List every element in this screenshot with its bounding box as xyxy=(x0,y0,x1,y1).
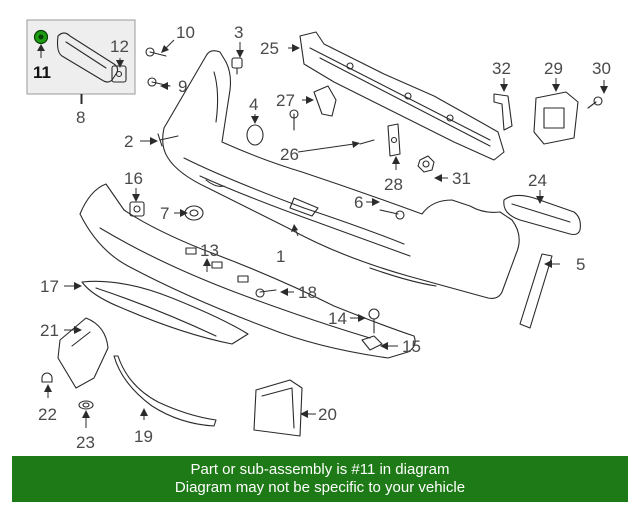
callout-15: 15 xyxy=(402,337,421,356)
callout-23: 23 xyxy=(76,433,95,452)
valance-part-13[interactable] xyxy=(79,183,416,359)
callout-28: 28 xyxy=(384,175,403,194)
callout-3: 3 xyxy=(234,23,243,42)
reinforcement-part-25[interactable] xyxy=(299,31,505,161)
leader-lines xyxy=(44,39,608,428)
bumper-cover-part-1[interactable] xyxy=(162,50,520,299)
callout-22: 22 xyxy=(38,405,57,424)
bracket-part-27[interactable] xyxy=(313,85,337,117)
callout-6: 6 xyxy=(354,193,363,212)
screw-part-26[interactable] xyxy=(289,109,375,145)
callout-27: 27 xyxy=(276,91,295,110)
bracket-part-32[interactable] xyxy=(493,93,513,131)
callout-21: 21 xyxy=(40,321,59,340)
callout-8: 8 xyxy=(76,108,85,127)
guard-part-20[interactable] xyxy=(253,379,303,437)
part-11-clip-highlight[interactable] xyxy=(33,29,49,45)
callouts: 1 2 3 4 5 6 7 8 9 10 11 12 13 14 15 16 1… xyxy=(33,23,611,452)
bracket-part-28[interactable] xyxy=(387,123,401,157)
callout-20: 20 xyxy=(318,405,337,424)
callout-25: 25 xyxy=(260,39,279,58)
callout-7: 7 xyxy=(160,204,169,223)
ring-part-4[interactable] xyxy=(246,124,264,146)
grommet-part-23[interactable] xyxy=(78,400,94,410)
callout-17: 17 xyxy=(40,277,59,296)
sensor-part-29[interactable] xyxy=(533,91,579,145)
screw-part-3[interactable] xyxy=(231,57,243,75)
callout-2: 2 xyxy=(124,132,133,151)
clip-part-15[interactable] xyxy=(361,335,383,351)
callout-32: 32 xyxy=(492,59,511,78)
callout-9: 9 xyxy=(178,77,187,96)
callout-4: 4 xyxy=(249,95,258,114)
screw-part-10[interactable] xyxy=(145,47,167,57)
strip-part-19[interactable] xyxy=(113,355,217,427)
banner-line-2: Diagram may not be specific to your vehi… xyxy=(174,479,466,496)
nut-part-31[interactable] xyxy=(417,155,435,173)
bracket-part-16[interactable] xyxy=(129,201,145,217)
callout-1: 1 xyxy=(276,247,285,266)
trim-part-5[interactable] xyxy=(519,253,553,329)
bolt-part-30[interactable] xyxy=(587,96,603,109)
bolt-part-18[interactable] xyxy=(255,288,277,298)
screw-part-2[interactable] xyxy=(157,133,179,147)
callout-5: 5 xyxy=(576,255,585,274)
callout-14: 14 xyxy=(328,309,347,328)
screw-part-14[interactable] xyxy=(368,308,380,334)
bracket-part-21[interactable] xyxy=(57,317,109,389)
callout-18: 18 xyxy=(298,283,317,302)
callout-10: 10 xyxy=(176,23,195,42)
callout-26: 26 xyxy=(280,145,299,164)
reflector-part-24[interactable] xyxy=(503,194,581,236)
banner-line-1: Part or sub-assembly is #11 in diagram xyxy=(190,461,450,478)
callout-11: 11 xyxy=(33,63,51,82)
callout-30: 30 xyxy=(592,59,611,78)
callout-13: 13 xyxy=(200,241,219,260)
callout-12: 12 xyxy=(110,37,129,56)
callout-19: 19 xyxy=(134,427,153,446)
skid-plate-part-17[interactable] xyxy=(81,280,249,345)
callout-24: 24 xyxy=(528,171,547,190)
callout-16: 16 xyxy=(124,169,143,188)
parts-diagram: 1 2 3 4 5 6 7 8 9 10 11 12 13 14 15 16 1… xyxy=(26,19,611,452)
fitment-banner: Part or sub-assembly is #11 in diagram D… xyxy=(12,456,628,502)
screw-part-6[interactable] xyxy=(379,209,405,220)
callout-31: 31 xyxy=(452,169,471,188)
callout-29: 29 xyxy=(544,59,563,78)
clip-part-22[interactable] xyxy=(41,372,53,383)
